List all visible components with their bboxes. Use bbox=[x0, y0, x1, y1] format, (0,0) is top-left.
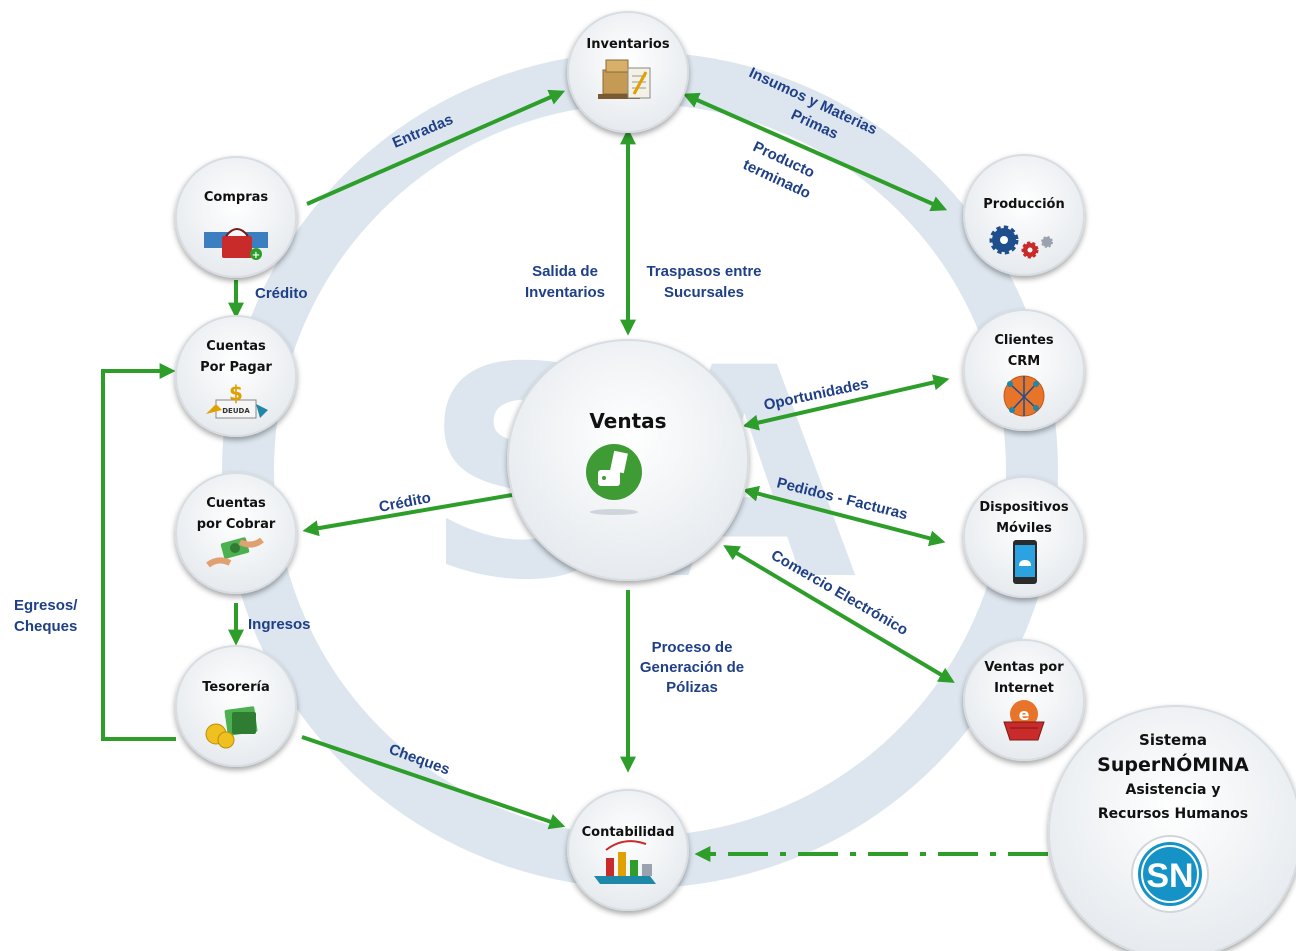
node-clientes-line1: Clientes bbox=[994, 333, 1054, 348]
node-dispositivos-line1: Dispositivos bbox=[979, 500, 1068, 515]
arrow-tesoreria-contabilidad bbox=[301, 735, 566, 830]
arrow-ventas-clientes bbox=[742, 374, 950, 431]
hand-money-icon bbox=[586, 444, 642, 515]
node-clientes-line2: CRM bbox=[1008, 354, 1041, 369]
node-dispositivos-moviles[interactable]: Dispositivos Móviles bbox=[963, 476, 1085, 598]
node-cuentas-pagar-line2: Por Pagar bbox=[200, 360, 272, 375]
arrow-inventarios-produccion bbox=[682, 92, 948, 212]
node-supernomina[interactable]: Sistema SuperNÓMINA Asistencia y Recurso… bbox=[1048, 705, 1296, 951]
node-supernomina-line1: Sistema bbox=[1139, 731, 1207, 749]
label-credito-compras: Crédito bbox=[255, 285, 308, 302]
node-ventas[interactable]: Ventas bbox=[507, 339, 749, 581]
node-produccion[interactable]: Producción bbox=[963, 154, 1085, 276]
label-egresos-1: Egresos/ bbox=[14, 597, 78, 614]
label-traspasos-2: Sucursales bbox=[664, 284, 744, 301]
node-cuentas-pagar-line1: Cuentas bbox=[206, 339, 266, 354]
node-supernomina-line2: SuperNÓMINA bbox=[1097, 752, 1249, 776]
node-compras[interactable]: Compras + bbox=[175, 156, 297, 278]
node-ventas-internet-line2: Internet bbox=[994, 681, 1054, 696]
internet-cart-icon: e bbox=[1003, 700, 1045, 741]
node-clientes-crm[interactable]: Clientes CRM bbox=[963, 309, 1085, 431]
shopping-baskets-icon: + bbox=[204, 228, 268, 261]
node-produccion-title: Producción bbox=[983, 197, 1065, 212]
node-cuentas-cobrar-line1: Cuentas bbox=[206, 496, 266, 511]
label-proceso-2: Generación de bbox=[640, 659, 744, 676]
mobile-phone-icon bbox=[1013, 540, 1037, 584]
node-contabilidad[interactable]: Contabilidad bbox=[567, 789, 689, 911]
label-traspasos-1: Traspasos entre bbox=[646, 263, 761, 280]
label-proceso-1: Proceso de bbox=[652, 639, 733, 656]
arrow-ventas-dispositivos bbox=[742, 485, 946, 547]
node-tesoreria-title: Tesorería bbox=[202, 680, 270, 695]
svg-text:e: e bbox=[1019, 705, 1030, 724]
arrow-ventas-internet bbox=[723, 545, 955, 683]
node-inventarios-title: Inventarios bbox=[586, 37, 669, 52]
sn-logo-text: SN bbox=[1146, 857, 1193, 895]
node-ventas-internet-line1: Ventas por bbox=[984, 660, 1064, 675]
node-compras-title: Compras bbox=[204, 190, 269, 205]
network-globe-icon bbox=[1003, 375, 1045, 417]
node-ventas-por-internet[interactable]: Ventas por Internet e bbox=[963, 639, 1085, 761]
wallet-coins-icon bbox=[205, 706, 258, 749]
arrow-ventas-cuentas-cobrar bbox=[302, 493, 513, 537]
svg-text:$: $ bbox=[229, 381, 243, 405]
node-supernomina-line4: Recursos Humanos bbox=[1098, 806, 1248, 822]
boxes-clipboard-icon bbox=[598, 59, 651, 99]
node-supernomina-line3: Asistencia y bbox=[1126, 782, 1221, 798]
node-dispositivos-line2: Móviles bbox=[996, 521, 1052, 536]
arrow-egresos-loop bbox=[101, 363, 176, 741]
label-ingresos: Ingresos bbox=[248, 616, 311, 633]
arrow-compras-inventarios bbox=[306, 89, 566, 206]
debt-invoice-icon: DEUDA $ bbox=[206, 381, 268, 419]
node-inventarios[interactable]: Inventarios bbox=[567, 11, 689, 133]
flow-arrows bbox=[101, 89, 1048, 862]
supernomina-logo-icon: SN bbox=[1131, 835, 1209, 913]
svg-text:+: + bbox=[252, 250, 260, 261]
node-cuentas-por-cobrar[interactable]: Cuentas por Cobrar bbox=[175, 472, 297, 594]
label-salida-1: Salida de bbox=[532, 263, 598, 280]
accounting-chart-icon bbox=[594, 840, 656, 884]
label-egresos-2: Cheques bbox=[14, 618, 77, 635]
label-salida-2: Inventarios bbox=[525, 284, 605, 301]
debt-badge: DEUDA bbox=[222, 407, 250, 415]
label-proceso-3: Pólizas bbox=[666, 679, 718, 696]
node-tesoreria[interactable]: Tesorería bbox=[175, 645, 297, 767]
hands-money-exchange-icon bbox=[206, 537, 264, 568]
node-contabilidad-title: Contabilidad bbox=[582, 825, 675, 840]
node-cuentas-cobrar-line2: por Cobrar bbox=[197, 517, 276, 532]
node-cuentas-por-pagar[interactable]: Cuentas Por Pagar DEUDA $ bbox=[175, 315, 297, 437]
node-ventas-title: Ventas bbox=[589, 409, 666, 433]
gears-icon bbox=[989, 225, 1053, 259]
